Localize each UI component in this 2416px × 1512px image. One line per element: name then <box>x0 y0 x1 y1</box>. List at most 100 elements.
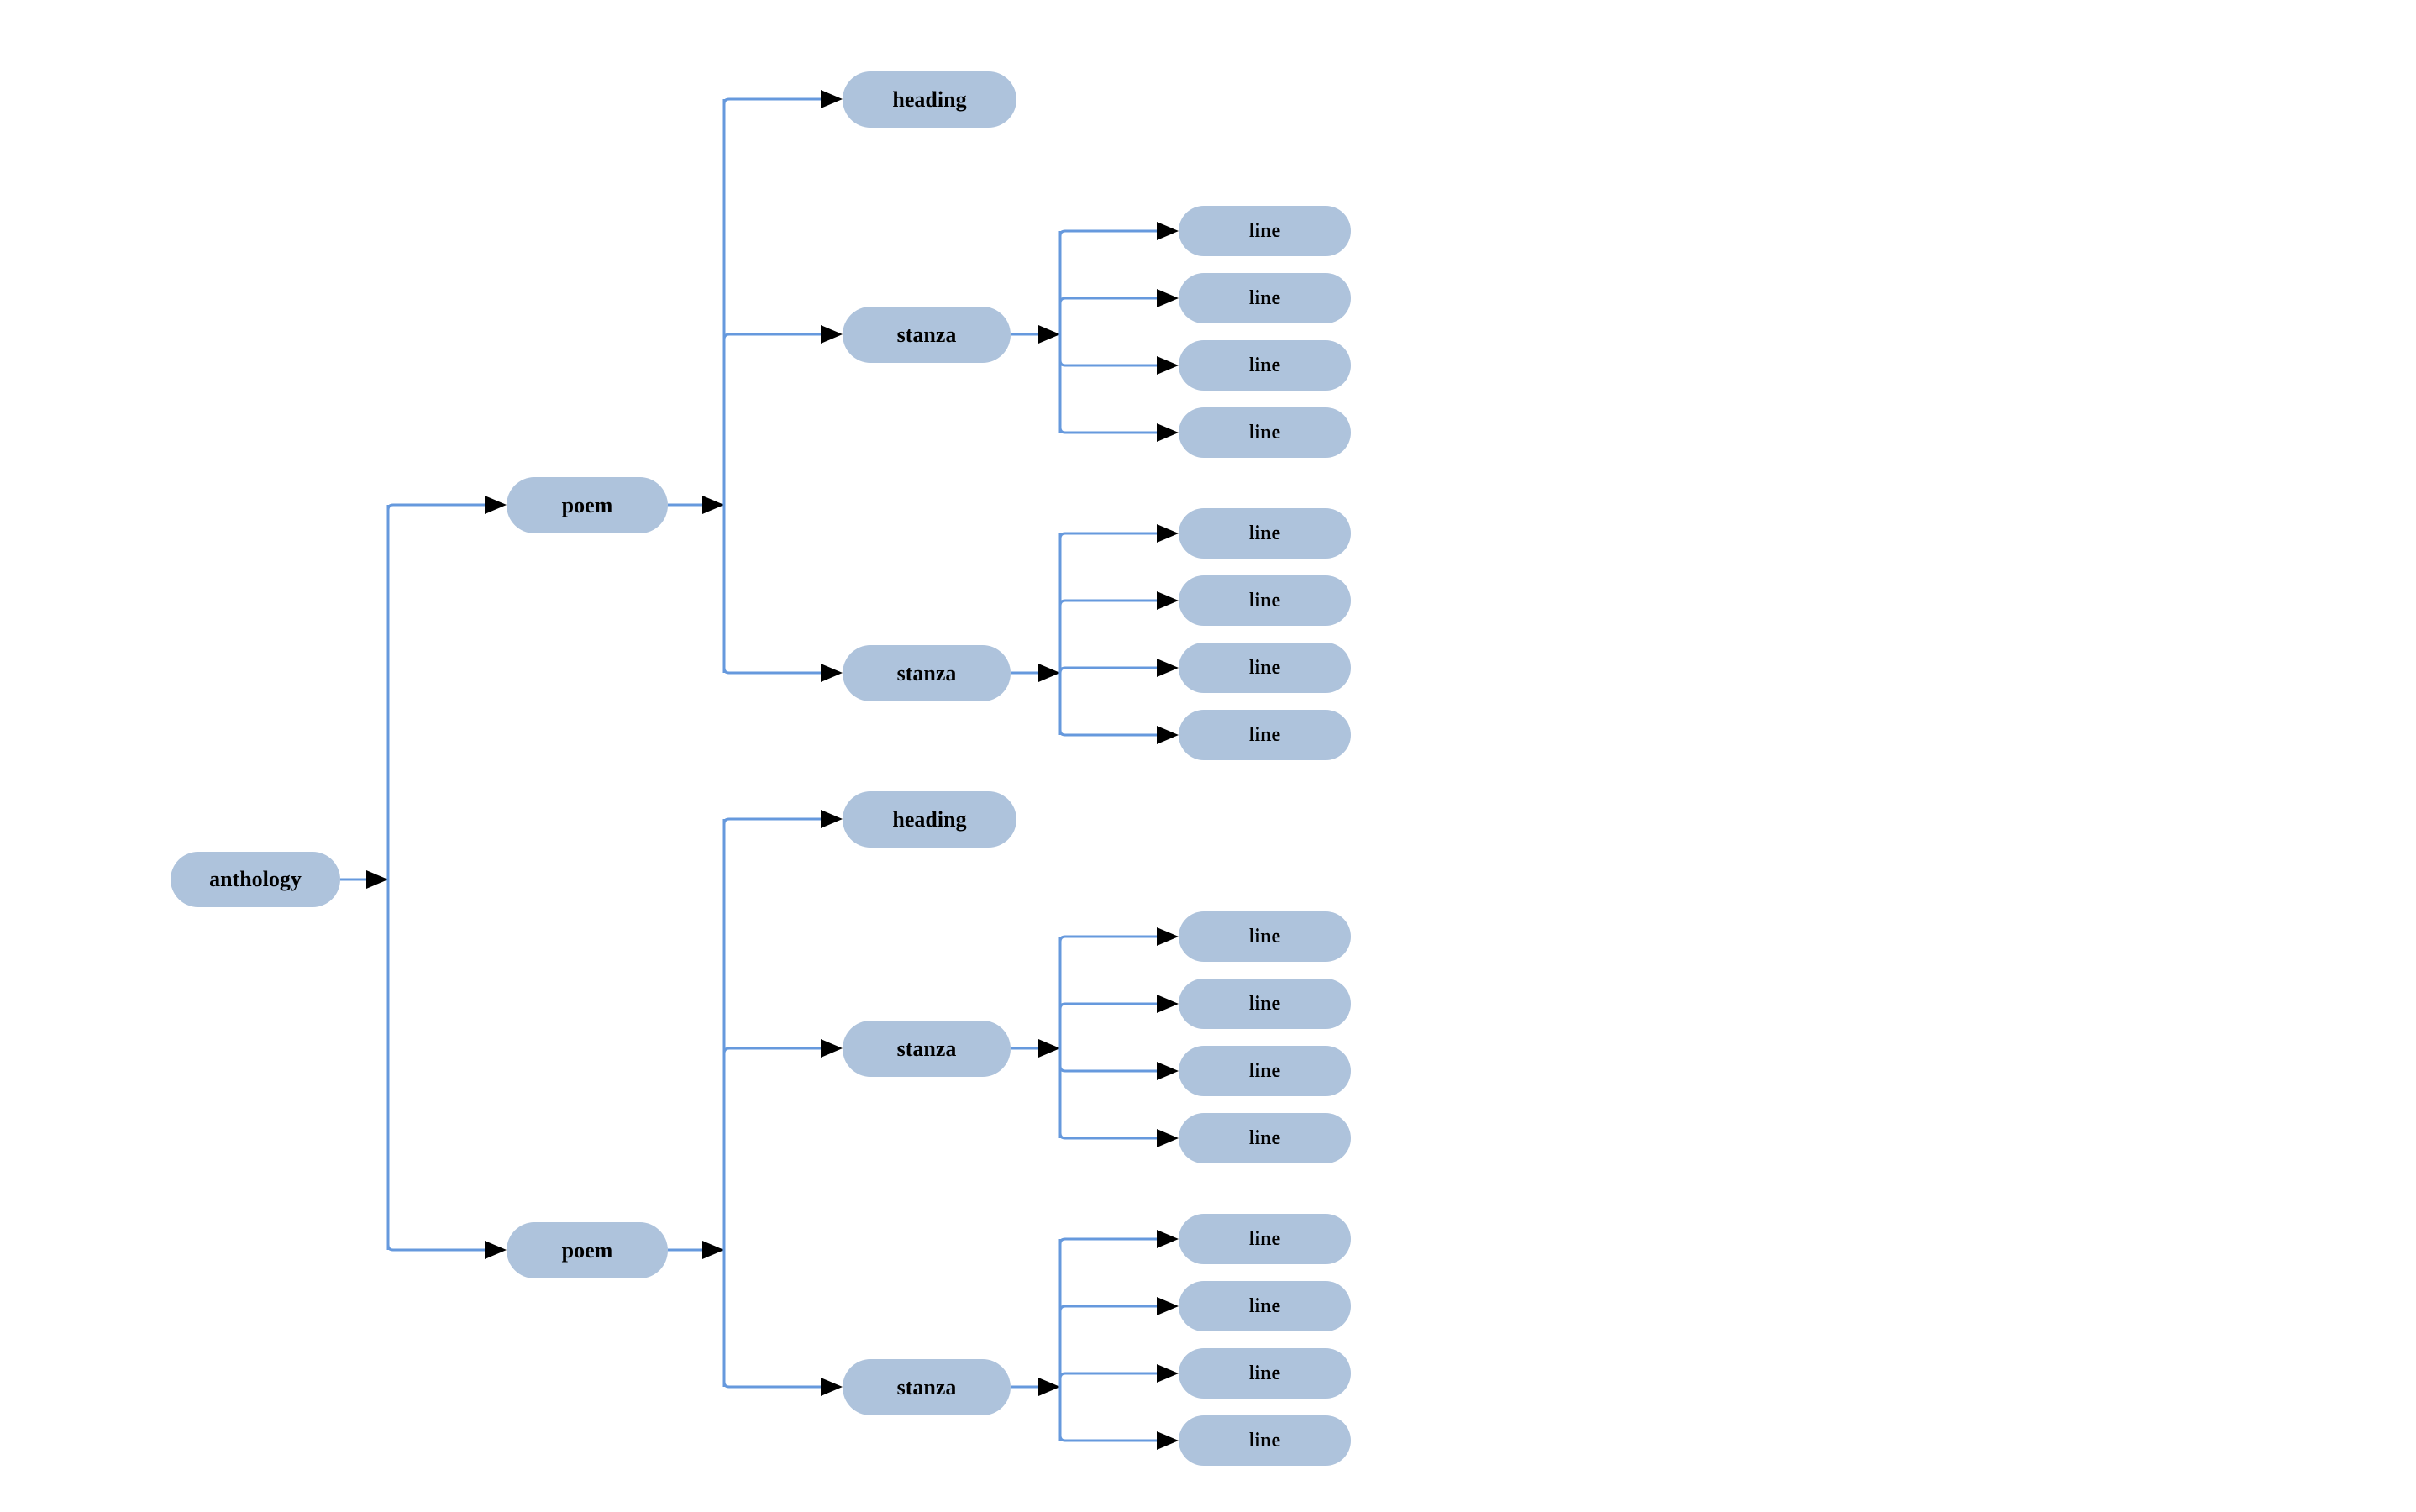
node-line2_3[interactable]: line <box>1179 643 1351 693</box>
node-stanza1[interactable]: stanza <box>843 307 1011 363</box>
node-line2_1[interactable]: line <box>1179 508 1351 559</box>
edge-branch-stanza4-to-lines-0 <box>1058 1237 1160 1245</box>
node-label: line <box>1248 1430 1281 1452</box>
edge-arrowhead-out-stanza3-to-lines-3 <box>1157 1129 1179 1147</box>
node-label: stanza <box>896 322 957 347</box>
node-label: poem <box>561 1237 613 1263</box>
node-line3_3[interactable]: line <box>1179 1046 1351 1096</box>
edge-arrowhead-out-stanza2-to-lines-0 <box>1157 524 1179 543</box>
edge-arrowhead-out-stanza2-to-lines-1 <box>1157 591 1179 610</box>
node-label: line <box>1248 724 1281 746</box>
edge-branch-stanza3-to-lines-2 <box>1058 1065 1160 1073</box>
node-label: stanza <box>896 1374 957 1399</box>
edge-branch-stanza1-to-lines-2 <box>1058 360 1160 367</box>
node-line2_2[interactable]: line <box>1179 575 1351 626</box>
edge-branch-anthology-to-poems-0 <box>386 503 488 511</box>
node-line2_4[interactable]: line <box>1179 710 1351 760</box>
node-heading2[interactable]: heading <box>843 791 1016 848</box>
node-label: line <box>1248 1228 1281 1250</box>
node-label: line <box>1248 1295 1281 1317</box>
node-line3_1[interactable]: line <box>1179 911 1351 962</box>
edge-branch-stanza3-to-lines-3 <box>1058 1132 1160 1140</box>
edge-branch-stanza1-to-lines-3 <box>1058 427 1160 434</box>
edge-arrowhead-in-anthology-to-poems <box>366 870 388 889</box>
edge-arrowhead-out-anthology-to-poems-0 <box>485 496 507 514</box>
edge-arrowhead-out-stanza4-to-lines-0 <box>1157 1230 1179 1248</box>
edge-arrowhead-out-poem2-to-children-2 <box>821 1378 843 1396</box>
node-label: anthology <box>209 867 302 891</box>
node-label: poem <box>561 492 613 517</box>
node-label: stanza <box>896 1036 957 1061</box>
edge-branch-stanza2-to-lines-3 <box>1058 729 1160 737</box>
node-line1_2[interactable]: line <box>1179 273 1351 323</box>
node-label: heading <box>892 87 967 112</box>
edge-arrowhead-out-stanza4-to-lines-2 <box>1157 1364 1179 1383</box>
edge-branch-anthology-to-poems-1 <box>386 1244 488 1252</box>
node-label: line <box>1248 287 1281 309</box>
edge-arrowhead-out-stanza1-to-lines-2 <box>1157 356 1179 375</box>
edge-branch-stanza3-to-lines-1 <box>1058 1002 1160 1010</box>
node-line1_1[interactable]: line <box>1179 206 1351 256</box>
node-label: line <box>1248 354 1281 376</box>
edge-branch-stanza3-to-lines-0 <box>1058 935 1160 942</box>
edge-branch-poem2-to-children-1 <box>722 1047 824 1054</box>
node-line4_4[interactable]: line <box>1179 1415 1351 1466</box>
node-line3_2[interactable]: line <box>1179 979 1351 1029</box>
node-label: line <box>1248 1060 1281 1082</box>
edge-arrowhead-out-stanza2-to-lines-3 <box>1157 726 1179 744</box>
node-line4_1[interactable]: line <box>1179 1214 1351 1264</box>
edge-arrowhead-in-stanza2-to-lines <box>1038 664 1060 682</box>
edge-arrowhead-out-poem1-to-children-0 <box>821 90 843 108</box>
node-label: stanza <box>896 660 957 685</box>
edge-branch-stanza4-to-lines-1 <box>1058 1305 1160 1312</box>
node-line1_3[interactable]: line <box>1179 340 1351 391</box>
node-label: line <box>1248 422 1281 444</box>
edge-arrowhead-out-stanza3-to-lines-1 <box>1157 995 1179 1013</box>
edge-arrowhead-out-stanza1-to-lines-1 <box>1157 289 1179 307</box>
node-label: heading <box>892 806 967 832</box>
node-poem2[interactable]: poem <box>507 1222 668 1278</box>
edge-branch-stanza4-to-lines-3 <box>1058 1435 1160 1442</box>
node-line4_3[interactable]: line <box>1179 1348 1351 1399</box>
edge-arrowhead-out-stanza1-to-lines-3 <box>1157 423 1179 442</box>
node-label: line <box>1248 220 1281 242</box>
edge-branch-poem1-to-children-2 <box>722 667 824 675</box>
node-label: line <box>1248 1362 1281 1384</box>
node-stanza4[interactable]: stanza <box>843 1359 1011 1415</box>
node-heading1[interactable]: heading <box>843 71 1016 128</box>
node-label: line <box>1248 926 1281 948</box>
edge-arrowhead-out-stanza3-to-lines-0 <box>1157 927 1179 946</box>
edge-branch-stanza2-to-lines-1 <box>1058 599 1160 606</box>
edge-branch-stanza1-to-lines-0 <box>1058 229 1160 237</box>
node-anthology[interactable]: anthology <box>171 852 340 907</box>
edge-branch-stanza2-to-lines-0 <box>1058 532 1160 539</box>
node-line4_2[interactable]: line <box>1179 1281 1351 1331</box>
node-poem1[interactable]: poem <box>507 477 668 533</box>
node-label: line <box>1248 522 1281 544</box>
node-line1_4[interactable]: line <box>1179 407 1351 458</box>
edge-branch-poem2-to-children-0 <box>722 817 824 825</box>
node-label: line <box>1248 657 1281 679</box>
edge-arrowhead-out-stanza4-to-lines-3 <box>1157 1431 1179 1450</box>
node-line3_4[interactable]: line <box>1179 1113 1351 1163</box>
edge-arrowhead-out-stanza2-to-lines-2 <box>1157 659 1179 677</box>
edge-branch-stanza4-to-lines-2 <box>1058 1372 1160 1379</box>
edge-arrowhead-out-poem2-to-children-1 <box>821 1039 843 1058</box>
edge-arrowhead-in-poem1-to-children <box>702 496 724 514</box>
edge-arrowhead-out-anthology-to-poems-1 <box>485 1241 507 1259</box>
node-stanza3[interactable]: stanza <box>843 1021 1011 1077</box>
edge-arrowhead-out-stanza1-to-lines-0 <box>1157 222 1179 240</box>
node-stanza2[interactable]: stanza <box>843 645 1011 701</box>
edge-arrowhead-in-stanza4-to-lines <box>1038 1378 1060 1396</box>
edge-branch-poem1-to-children-1 <box>722 333 824 340</box>
edge-arrowhead-out-stanza3-to-lines-2 <box>1157 1062 1179 1080</box>
edge-branch-poem1-to-children-0 <box>722 97 824 105</box>
node-label: line <box>1248 993 1281 1015</box>
edge-arrowhead-out-poem2-to-children-0 <box>821 810 843 828</box>
edge-branch-stanza1-to-lines-1 <box>1058 297 1160 304</box>
edge-arrowhead-out-poem1-to-children-1 <box>821 325 843 344</box>
edge-arrowhead-in-stanza1-to-lines <box>1038 325 1060 344</box>
node-label: line <box>1248 1127 1281 1149</box>
